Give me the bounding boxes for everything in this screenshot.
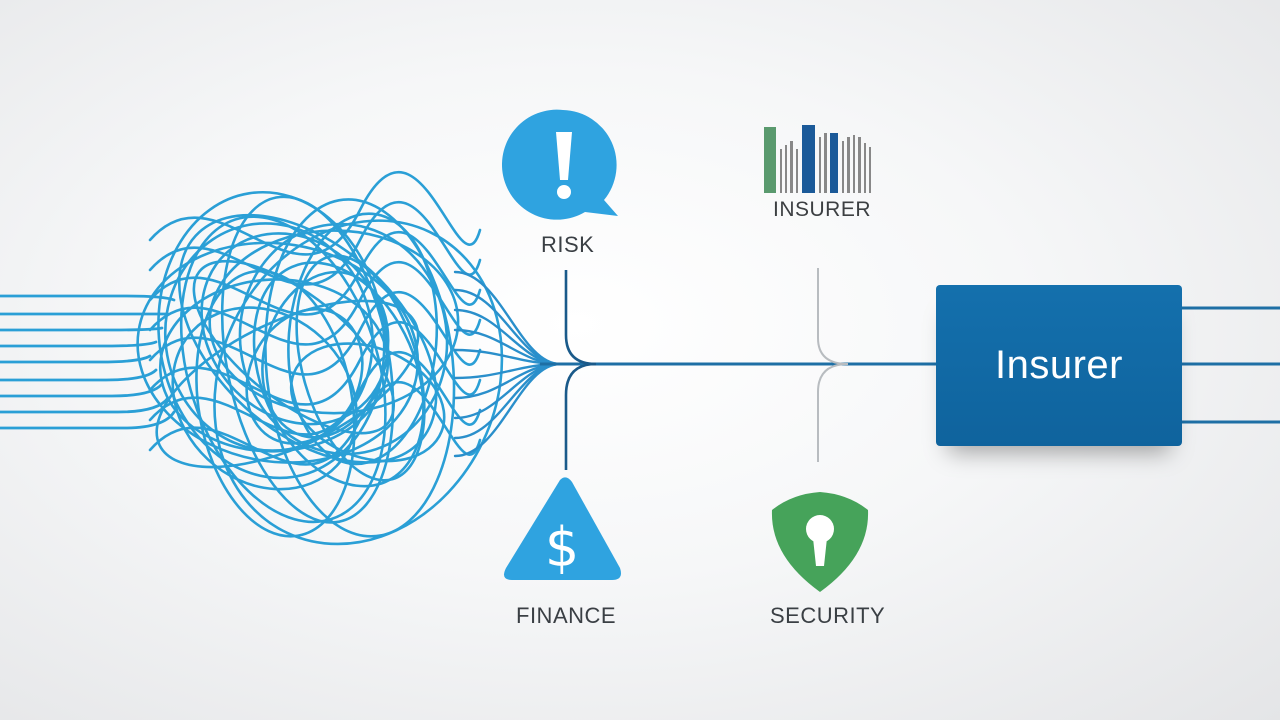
insurer-box: Insurer — [936, 285, 1182, 446]
finance-label: FINANCE — [516, 603, 617, 628]
tangle-strand — [148, 380, 482, 466]
converging-line — [453, 348, 562, 366]
tangle-loop — [158, 278, 390, 453]
tangle-strand — [148, 290, 482, 376]
bar-code-bar — [796, 149, 798, 193]
incoming-line — [0, 294, 176, 302]
insurer-icon-label: INSURER — [773, 198, 872, 221]
converging-line — [453, 362, 562, 440]
bar-code-icon — [764, 125, 871, 193]
incoming-lines — [0, 294, 176, 430]
security-branch-line — [817, 363, 849, 462]
bar-code-bar — [858, 137, 861, 193]
tangle-strand — [148, 320, 482, 406]
tangle-loop — [171, 306, 358, 491]
bar-code-bar — [864, 143, 866, 193]
insurer-branch-line — [817, 268, 849, 365]
tangle-loop — [213, 219, 504, 546]
converging-line — [453, 362, 562, 458]
tangle-strand — [148, 260, 482, 346]
tangle-loop — [238, 222, 449, 456]
bar-code-bar — [790, 141, 793, 193]
bar-code-bar — [802, 125, 815, 193]
tangle-loop — [264, 198, 456, 538]
incoming-line — [0, 396, 170, 414]
risk-label: RISK — [541, 232, 595, 257]
incoming-line — [0, 368, 158, 382]
tangle-loop — [287, 212, 439, 466]
bar-code-bar — [780, 149, 782, 193]
bar-code-bar — [824, 133, 827, 193]
incoming-line — [0, 326, 164, 332]
bar-code-bar — [830, 133, 838, 193]
tangle-strand — [148, 200, 482, 286]
tangle-strand — [148, 230, 482, 316]
bar-code-bar — [853, 135, 855, 193]
insurer-box-label: Insurer — [995, 343, 1123, 387]
bar-code-bar — [764, 127, 776, 193]
finance-branch-line — [564, 362, 597, 470]
bar-code-bar — [842, 141, 844, 193]
exclamation-bubble-icon — [501, 109, 618, 220]
incoming-line — [0, 382, 164, 398]
bar-code-bar — [785, 145, 787, 193]
incoming-line — [0, 354, 152, 364]
converging-line — [453, 288, 562, 366]
incoming-line — [0, 410, 176, 430]
tangle-strand — [148, 350, 482, 436]
svg-text:$: $ — [545, 516, 579, 579]
bar-code-bar — [847, 137, 850, 193]
keyhole-shield-icon — [771, 492, 869, 592]
bar-code-bar — [819, 137, 821, 193]
tangle-loop — [208, 229, 460, 415]
outgoing-lines — [1182, 306, 1280, 424]
bar-code-bar — [869, 147, 871, 193]
tangled-lines — [136, 170, 504, 546]
risk-branch-line — [564, 270, 597, 366]
tangle-strand — [148, 170, 482, 256]
tangle-loop — [252, 261, 425, 488]
dollar-warning-icon: $ — [504, 477, 621, 580]
security-label: SECURITY — [770, 603, 886, 628]
incoming-line — [0, 340, 158, 348]
